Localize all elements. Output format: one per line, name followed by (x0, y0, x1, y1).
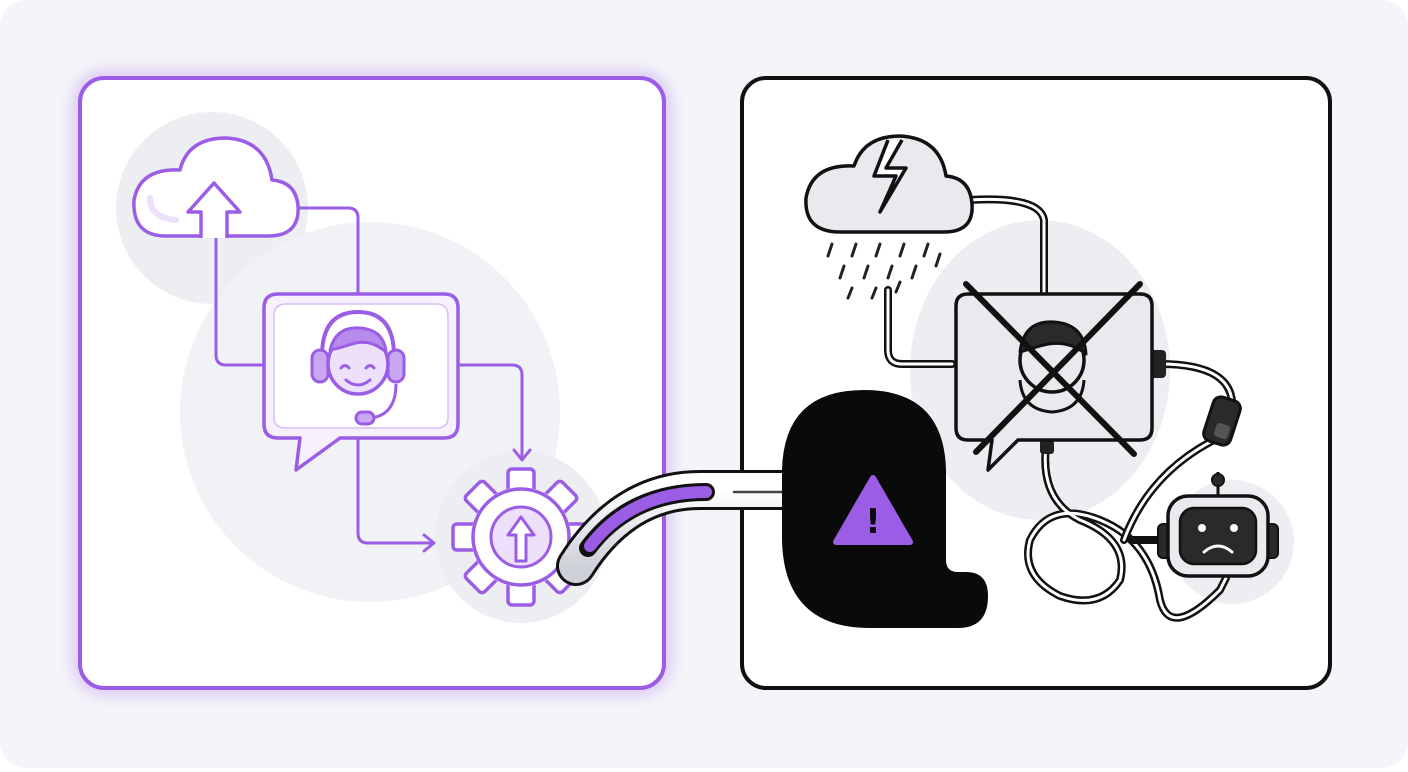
sad-robot-icon (1157, 472, 1279, 578)
support-agent-headset-icon (310, 309, 406, 426)
cloud-upload-icon (132, 136, 300, 238)
flow-line-bubble-to-gear (356, 436, 434, 545)
pipe-connector (556, 470, 830, 586)
unplugged-connector (1040, 350, 1242, 454)
gear-upload-icon (451, 467, 591, 607)
warning-triangle-icon: ! (833, 475, 913, 545)
flow-line-agent-to-cloud (214, 234, 264, 367)
flow-arrow-gear-left (422, 533, 436, 553)
cloud-lightning-rain-icon (804, 134, 974, 300)
flow-arrow-gear-top (512, 448, 532, 462)
warning-glyph: ! (865, 502, 881, 542)
left-panel (75, 73, 669, 693)
left-flow-lines (214, 206, 532, 553)
flow-line-cloud-to-agent (296, 206, 360, 302)
flow-line-agent-to-gear (456, 363, 524, 460)
crossed-out-agent-icon (954, 281, 1154, 472)
